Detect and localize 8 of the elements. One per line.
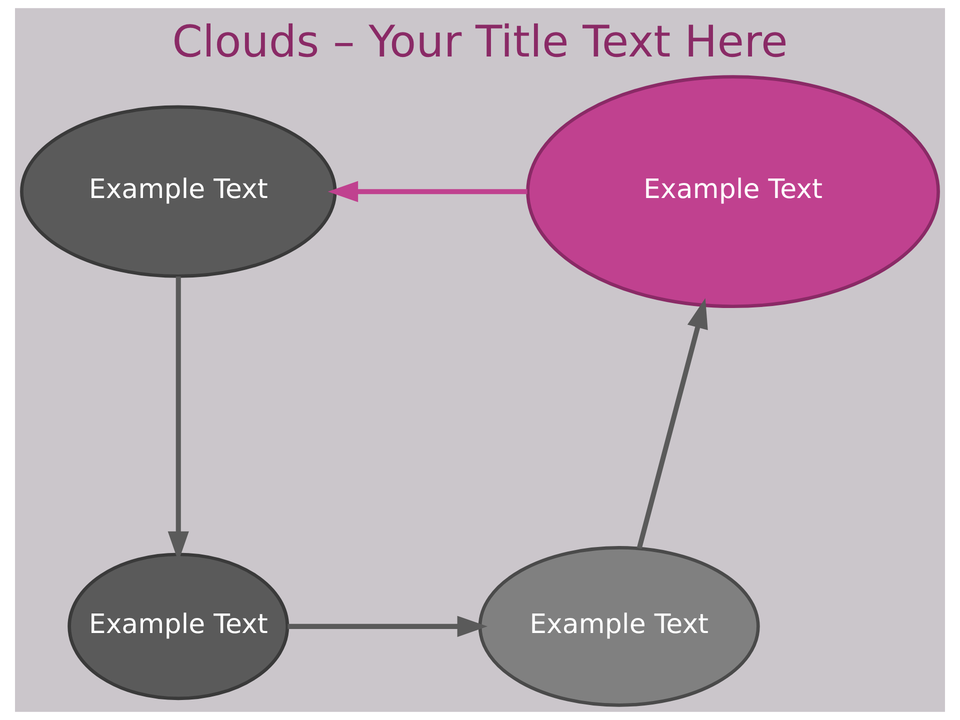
node-ellipse: Example Text [478, 546, 760, 707]
arrow [288, 616, 488, 638]
node-ellipse: Example Text [68, 552, 290, 700]
arrow [328, 181, 528, 202]
diagram-title: Clouds – Your Title Text Here [172, 17, 788, 68]
node-ellipse: Example Text [20, 105, 337, 278]
arrow [636, 298, 708, 550]
node-ellipse: Example Text [526, 75, 940, 308]
